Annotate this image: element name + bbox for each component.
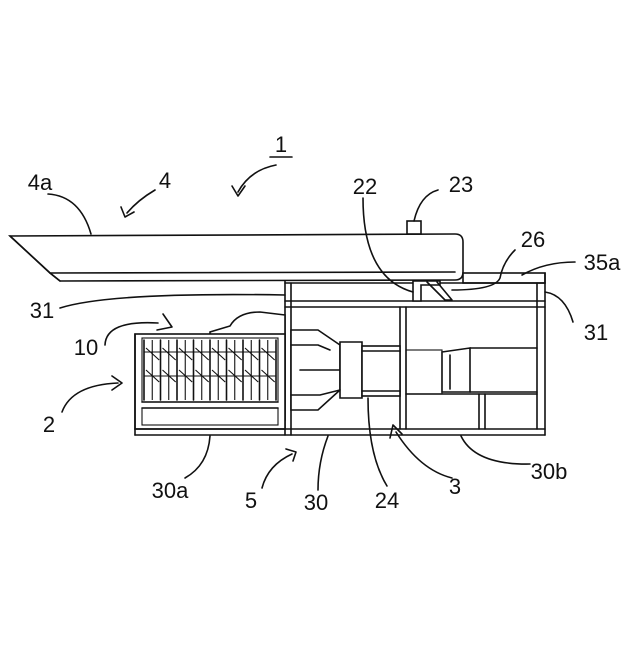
right-section-30b xyxy=(406,348,537,429)
duct-cone xyxy=(291,330,362,410)
label-5: 5 xyxy=(245,488,257,513)
label-35a: 35a xyxy=(584,250,621,275)
inner-duct-24 xyxy=(362,346,400,396)
roof-member-4 xyxy=(10,234,463,281)
label-4a: 4a xyxy=(28,170,53,195)
label-10: 10 xyxy=(74,335,98,360)
part-23-knob xyxy=(407,221,421,234)
label-31-left: 31 xyxy=(30,298,54,323)
label-3: 3 xyxy=(449,474,461,499)
label-30b: 30b xyxy=(531,459,568,484)
label-31-right: 31 xyxy=(584,320,608,345)
label-4: 4 xyxy=(159,168,171,193)
label-23: 23 xyxy=(449,172,473,197)
reference-labels: 1 4a 4 22 23 26 35a 31 31 10 2 30a 5 30 … xyxy=(28,132,621,515)
label-30a: 30a xyxy=(152,478,189,503)
label-30: 30 xyxy=(304,490,328,515)
bracket-22-26 xyxy=(413,281,452,301)
label-26: 26 xyxy=(521,227,545,252)
label-24: 24 xyxy=(375,488,399,513)
label-1: 1 xyxy=(275,132,287,157)
label-22: 22 xyxy=(353,174,377,199)
label-2: 2 xyxy=(43,412,55,437)
leader-lines xyxy=(48,157,575,490)
